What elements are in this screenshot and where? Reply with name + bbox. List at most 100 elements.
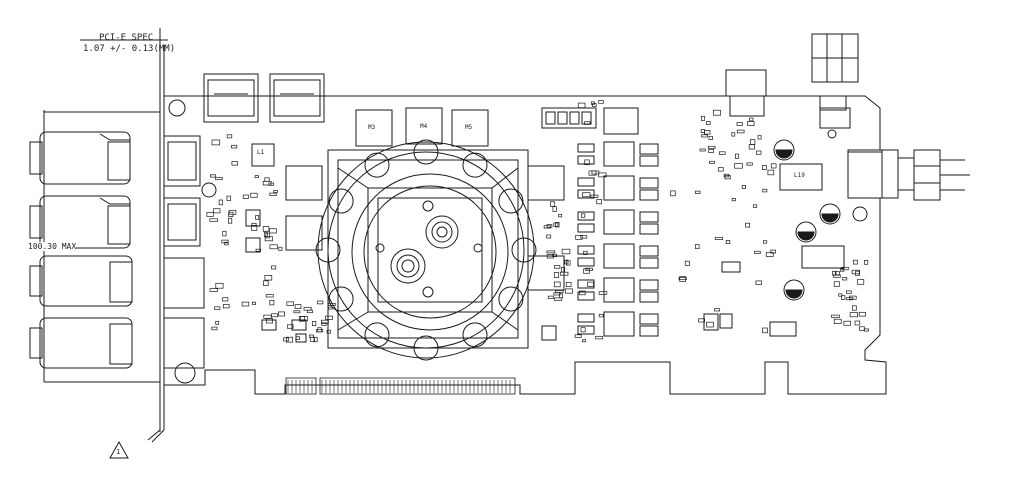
smd-part <box>684 260 690 266</box>
smd-part <box>311 321 317 327</box>
smd-part <box>735 153 739 159</box>
pcie-finger-traces <box>287 380 511 393</box>
smd-part <box>214 306 221 310</box>
smd-part <box>704 130 711 135</box>
smd-part <box>215 282 224 289</box>
smd-part <box>303 306 312 311</box>
bracket-area-parts <box>245 143 307 343</box>
display-connectors <box>29 110 160 383</box>
vrm-choke <box>603 277 635 303</box>
smd-part <box>231 161 239 166</box>
smd-part <box>553 292 561 296</box>
smd-part <box>701 134 708 138</box>
vrm-cap <box>577 291 595 301</box>
smd-part <box>286 301 294 306</box>
smd-part <box>831 314 840 318</box>
smd-part <box>558 293 564 299</box>
smd-part <box>577 102 586 109</box>
vrm-cap <box>577 189 595 199</box>
smd-part <box>755 280 762 285</box>
smd-part <box>209 288 218 292</box>
vrm-cap <box>577 313 595 323</box>
smd-part <box>555 222 560 228</box>
smd-part <box>310 336 315 342</box>
smd-part <box>269 192 277 196</box>
smd-part <box>210 174 217 178</box>
smd-part <box>578 290 586 296</box>
smd-part <box>770 249 776 254</box>
vrm-choke <box>603 311 635 337</box>
smd-part <box>596 199 602 205</box>
smd-part <box>250 192 258 198</box>
smd-part <box>278 246 283 251</box>
smd-part <box>587 281 594 287</box>
cooler-lobe <box>511 237 537 263</box>
smd-part <box>752 204 758 208</box>
smd-part <box>286 336 294 343</box>
vrm-mosfet <box>639 223 659 235</box>
smd-part <box>269 244 278 250</box>
smd-part <box>839 268 845 272</box>
smd-part <box>230 144 238 149</box>
smd-part <box>552 253 558 257</box>
smd-part <box>228 217 233 224</box>
smd-part <box>565 281 572 288</box>
smd-part <box>757 135 762 140</box>
smd-part <box>269 300 275 306</box>
smd-part <box>552 206 557 212</box>
smd-part <box>762 327 768 334</box>
cooler-lobes <box>315 139 537 361</box>
smd-part <box>228 209 237 215</box>
power-connector-top <box>725 33 859 117</box>
smd-part <box>679 276 686 282</box>
cooler-lobe <box>462 322 488 348</box>
smd-part <box>206 212 214 217</box>
smd-part <box>255 248 261 252</box>
vrm-bank <box>541 107 597 129</box>
pci-bracket <box>80 28 168 443</box>
smd-part <box>327 302 336 306</box>
smd-part <box>746 162 753 166</box>
power-connector-side <box>847 149 970 201</box>
smd-part <box>724 175 731 180</box>
smd-part <box>851 305 857 311</box>
smd-part <box>582 192 591 198</box>
smd-part <box>263 280 269 286</box>
inductor-l1-label: L1 <box>257 149 265 156</box>
smd-part <box>294 304 302 309</box>
smd-part <box>283 337 289 342</box>
memory-right <box>527 165 565 291</box>
vrm-cap <box>577 245 595 255</box>
smd-part <box>242 194 249 199</box>
cooler-lobe <box>413 139 439 165</box>
smd-part <box>770 163 777 169</box>
cooler-lobe <box>364 322 390 348</box>
smd-part <box>706 321 714 328</box>
vrm-choke <box>603 243 635 269</box>
vrm-choke <box>603 209 635 235</box>
vrm-cap <box>577 223 595 233</box>
cooler-lobe <box>498 188 524 214</box>
smd-part <box>595 335 603 340</box>
smd-part <box>326 329 331 334</box>
vrm-mosfet <box>639 313 659 325</box>
smd-part <box>211 326 218 331</box>
smd-part <box>706 121 711 125</box>
smd-part <box>708 135 713 140</box>
smd-part <box>843 320 851 326</box>
bracket-ports <box>163 99 217 384</box>
smd-part <box>857 279 865 285</box>
smd-part <box>298 316 305 322</box>
smd-part <box>555 290 564 293</box>
smd-part <box>670 190 676 197</box>
smd-part <box>278 311 285 317</box>
smd-part <box>215 320 220 325</box>
smd-part <box>855 270 860 276</box>
smd-part <box>713 109 721 116</box>
cooler-lobe <box>328 188 354 214</box>
smd-part <box>561 248 571 255</box>
smd-part <box>598 100 604 104</box>
smd-part <box>215 176 223 181</box>
pcie-fingers <box>285 377 516 395</box>
smd-part <box>741 185 746 189</box>
